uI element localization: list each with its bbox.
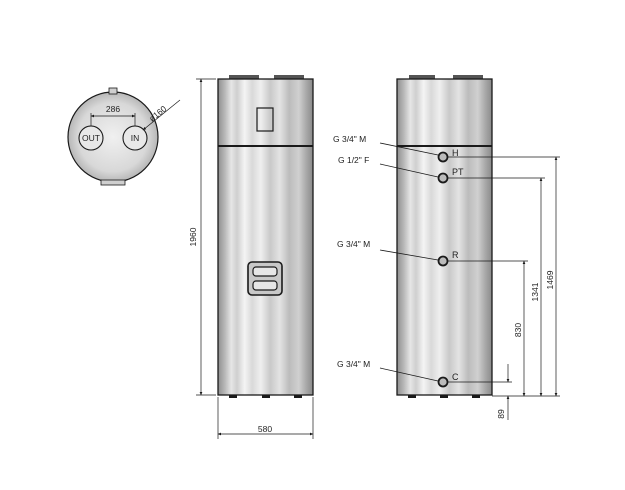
side-top-cap-right	[453, 75, 483, 79]
dim-c: 89	[496, 409, 506, 419]
connection-c: G 3/4" M C	[337, 359, 512, 388]
connection-r: G 3/4" M R	[337, 239, 528, 267]
dim-pt: 1341	[530, 282, 540, 301]
top-nub	[108, 87, 118, 95]
width-value: 580	[258, 424, 272, 434]
handle-icon	[247, 261, 283, 296]
height-value: 1960	[188, 227, 198, 246]
leader-pt	[379, 163, 439, 178]
leader-h	[379, 142, 439, 156]
front-top-cap-left	[229, 75, 259, 79]
leader-r	[379, 249, 439, 261]
front-top-cap-right	[274, 75, 304, 79]
code-r: R	[452, 250, 459, 260]
connection-h: G 3/4" M H	[333, 134, 560, 163]
front-body	[217, 78, 314, 396]
diameter-value: ø160	[147, 103, 169, 123]
code-h: H	[452, 148, 459, 158]
code-pt: PT	[452, 167, 464, 177]
port-pt	[437, 172, 449, 184]
control-panel-window	[256, 107, 274, 132]
leader-c	[379, 367, 439, 382]
thread-c: G 3/4" M	[337, 359, 370, 369]
port-h	[437, 151, 449, 163]
side-body	[396, 78, 493, 396]
port-c	[437, 376, 449, 388]
side-view: G 3/4" M H G 1/2" F PT G 3/4" M R G 3/4"…	[333, 75, 560, 420]
thread-h: G 3/4" M	[333, 134, 366, 144]
thread-pt: G 1/2" F	[338, 155, 369, 165]
in-label: IN	[131, 133, 140, 143]
out-label: OUT	[82, 133, 100, 143]
top-view: OUT IN 286 ø160	[67, 87, 181, 186]
code-c: C	[452, 372, 459, 382]
side-top-cap-left	[409, 75, 435, 79]
front-view: 1960 580	[188, 75, 314, 439]
port-r	[437, 255, 449, 267]
thread-r: G 3/4" M	[337, 239, 370, 249]
dim-h: 1469	[545, 270, 555, 289]
dim-r: 830	[513, 323, 523, 337]
port-spacing-value: 286	[106, 104, 120, 114]
diameter-leader	[142, 99, 181, 131]
bottom-foot	[100, 179, 126, 186]
connection-pt: G 1/2" F PT	[338, 155, 545, 184]
